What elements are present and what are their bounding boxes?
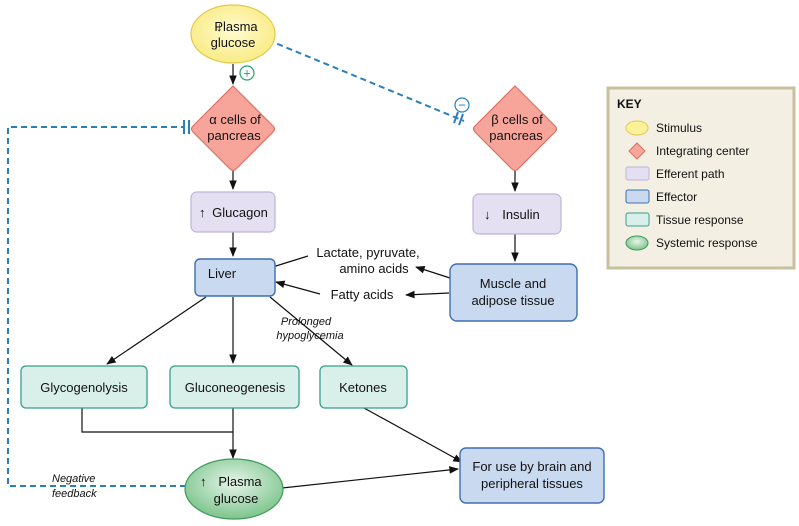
beta-line1: β cells of [491, 112, 543, 127]
key-title: KEY [617, 97, 642, 111]
insulin-efferent-path: ↓ Insulin [472, 193, 562, 235]
beta-cells-integrating-center: β cells of pancreas [472, 85, 558, 172]
ketones-label: Ketones [339, 380, 387, 395]
key-label-tissue-response: Tissue response [656, 213, 744, 227]
key-label-stimulus: Stimulus [656, 121, 702, 135]
brain-peripheral-tissues-effector: For use by brain and peripheral tissues [459, 447, 605, 504]
alpha-line2: pancreas [207, 128, 261, 143]
plus-sign-badge: + [239, 65, 255, 81]
glycogenolysis-label: Glycogenolysis [40, 380, 128, 395]
glycogenolysis-tissue-response: Glycogenolysis [20, 365, 148, 409]
liver-effector: Liver [194, 258, 276, 297]
minus-sign-badge: − [454, 97, 470, 113]
glucagon-label: Glucagon [212, 205, 268, 220]
minus-sign-text: − [458, 98, 466, 113]
arrow-plasma-to-brain [281, 466, 459, 489]
negative-feedback-line [7, 126, 186, 487]
muscle-line1: Muscle and [480, 276, 546, 291]
beta-line2: pancreas [489, 128, 543, 143]
line-glycogenolysis-join [81, 408, 233, 433]
brain-line2: peripheral tissues [481, 476, 583, 491]
liver-label: Liver [208, 266, 237, 281]
ketones-tissue-response: Ketones [319, 365, 408, 409]
systemic-line1: Plasma [218, 474, 262, 489]
plus-sign-text: + [243, 66, 251, 81]
alpha-line1: α cells of [209, 112, 261, 127]
key-item-effector: Effector [625, 189, 697, 204]
feedback-lines [7, 39, 465, 487]
inhibit-bar-beta-2 [458, 113, 464, 126]
alpha-cells-integrating-center: α cells of pancreas [190, 85, 276, 172]
brain-line1: For use by brain and [472, 459, 591, 474]
muscle-adipose-effector: Muscle and adipose tissue [449, 263, 578, 322]
arrow-muscle-to-fatty-acids [405, 290, 450, 299]
key-legend: KEY Stimulus Integrating center Efferent… [606, 86, 796, 270]
insulin-label: Insulin [502, 207, 540, 222]
gluconeogenesis-tissue-response: Gluconeogenesis [169, 365, 300, 409]
inhibition-line-stimulus-to-beta [267, 39, 465, 122]
key-item-stimulus: Stimulus [625, 120, 702, 136]
glucagon-efferent-path: ↑ Glucagon [190, 191, 276, 233]
key-label-efferent-path: Efferent path [656, 167, 725, 181]
negative-feedback-label-line2: feedback [52, 488, 97, 500]
arrow-liver-to-ketones [269, 296, 353, 366]
lactate-label-line2: amino acids [339, 261, 409, 276]
muscle-line2: adipose tissue [471, 293, 554, 308]
down-arrow-icon: ↓ [484, 207, 491, 222]
lactate-label-line1: Lactate, pyruvate, [316, 245, 419, 260]
inhibit-bar-beta-1 [453, 111, 459, 124]
up-arrow-icon: ↑ [199, 205, 206, 220]
gluconeogenesis-label: Gluconeogenesis [185, 380, 286, 395]
up-arrow-icon: ↑ [200, 474, 207, 489]
key-item-efferent-path: Efferent path [625, 166, 725, 181]
prolonged-label-line2: hypoglycemia [276, 330, 343, 342]
key-item-systemic-response: Systemic response [625, 235, 758, 251]
stimulus-line2: glucose [211, 35, 256, 50]
arrow-ketones-to-brain [363, 407, 463, 463]
negative-feedback-label-line1: Negative [52, 473, 95, 485]
systemic-line2: glucose [214, 491, 259, 506]
prolonged-label-line1: Prolonged [281, 316, 332, 328]
stimulus-plasma-glucose: ↓ Plasma glucose [190, 4, 276, 64]
key-label-systemic-response: Systemic response [656, 236, 758, 250]
arrow-muscle-to-lactate [415, 266, 451, 279]
key-label-integrating-center: Integrating center [656, 144, 749, 158]
down-arrow-icon: ↓ [216, 19, 223, 34]
arrow-fatty-acids-to-liver [275, 280, 321, 295]
connectors [81, 64, 519, 489]
stimulus-line1: Plasma [214, 19, 258, 34]
systemic-plasma-glucose: ↑ Plasma glucose [184, 458, 284, 520]
key-item-tissue-response: Tissue response [625, 212, 744, 227]
key-label-effector: Effector [656, 190, 697, 204]
key-item-integrating-center: Integrating center [628, 142, 749, 160]
fatty-acids-label: Fatty acids [331, 287, 394, 302]
arrow-liver-to-glycogenolysis [106, 296, 207, 365]
